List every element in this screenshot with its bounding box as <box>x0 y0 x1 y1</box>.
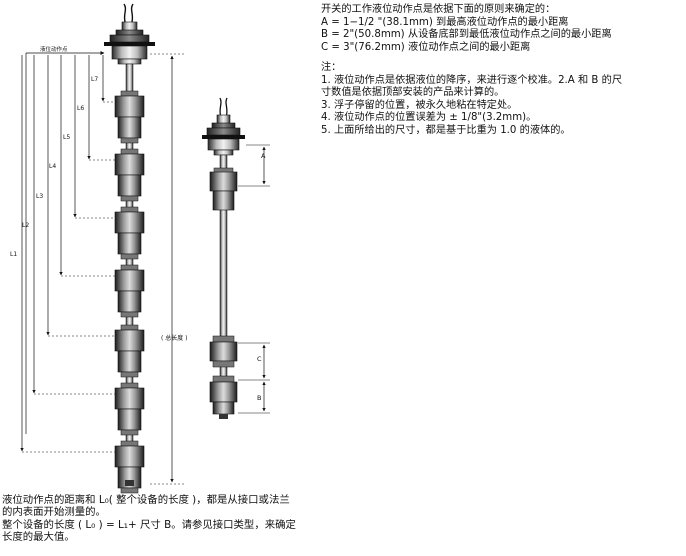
note-line: 寸数值是依据顶部安装的产品来计算的。 <box>321 87 505 98</box>
notes-panel: 开关的工作液位动作点是依据下面的原则来确定的： A = 1−1/2 "(38.1… <box>321 4 681 137</box>
rule-b: B = 2"(50.8mm) 从设备底部到最低液位动作点之间的最小距离 <box>321 29 612 40</box>
rule-a: A = 1−1/2 "(38.1mm) 到最高液位动作点的最小距离 <box>321 16 569 28</box>
dimension-label: L2 <box>22 222 29 229</box>
dimension-label-b: B <box>257 394 261 402</box>
total-length-dimension: ( 总长度 ) <box>150 53 188 485</box>
caption-line: 整个设备的长度 ( L₀ ) = L₁+ 尺寸 B。请参见接口类型，来确定 <box>2 518 296 531</box>
dimension-label: L6 <box>77 105 84 112</box>
float <box>114 324 145 378</box>
dimension-label: L7 <box>91 76 98 83</box>
float <box>114 382 145 436</box>
dimension-label: L1 <box>10 251 17 258</box>
note-line: 1. 液位动作点是依据液位的降序，来进行逐个校准。2.A 和 B 的尺 <box>321 74 623 86</box>
right-dimensions: A C B <box>238 144 270 414</box>
float <box>114 90 145 144</box>
right-switch <box>202 97 245 419</box>
rules-intro: 开关的工作液位动作点是依据下面的原则来确定的： <box>321 4 556 15</box>
dimension-label-c: C <box>257 355 262 363</box>
caption-line: 的内表面开始测量的。 <box>2 506 106 519</box>
caption-line: 长度的最大值。 <box>2 531 75 544</box>
dimension-label-a: A <box>261 152 266 160</box>
note-line: 5. 上面所给出的尺寸，都是基于比重为 1.0 的液体的。 <box>321 124 571 136</box>
note-line: 3. 浮子停留的位置，被永久地粘在特定处。 <box>321 99 518 111</box>
float <box>114 148 145 202</box>
float <box>114 440 145 494</box>
left-switch <box>104 3 155 494</box>
total-length-label: ( 总长度 ) <box>161 334 188 342</box>
dimension-label: L4 <box>49 163 56 170</box>
dimension-label: L3 <box>36 193 43 200</box>
caption: 液位动作点的距离和 L₀( 整个设备的长度 )，都是从接口或法兰 的内表面开始测… <box>2 494 320 544</box>
float <box>114 206 145 260</box>
left-floats <box>114 90 145 494</box>
level-reference-label: 液位动作点 <box>40 45 68 53</box>
notes-heading: 注： <box>321 62 342 73</box>
caption-line: 液位动作点的距离和 L₀( 整个设备的长度 )，都是从接口或法兰 <box>2 494 290 506</box>
rule-c: C = 3"(76.2mm) 液位动作点之间的最小距离 <box>321 41 531 53</box>
float <box>114 264 145 318</box>
dimension-label: L5 <box>63 134 70 141</box>
level-reference: 液位动作点 <box>25 45 105 434</box>
note-line: 4. 液位动作点的位置误差为 ± 1/8"(3.2mm)。 <box>321 112 537 123</box>
